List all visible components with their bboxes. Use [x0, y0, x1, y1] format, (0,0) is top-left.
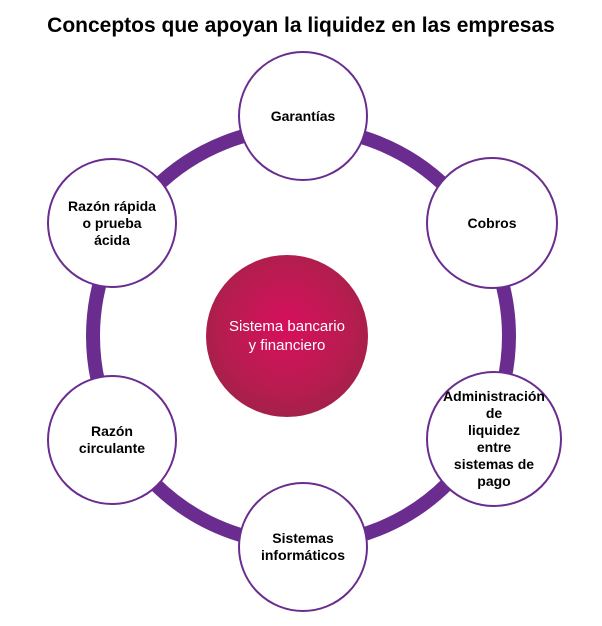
- center-node-label: Sistema bancario y financiero: [229, 318, 345, 354]
- node-sistemas-informaticos: Sistemas informáticos: [238, 482, 368, 612]
- node-label: Cobros: [467, 214, 517, 231]
- node-label: Razón rápida o prueba ácida: [68, 197, 156, 248]
- node-label: Garantías: [270, 107, 336, 124]
- node-cobros: Cobros: [426, 157, 558, 289]
- diagram-title: Conceptos que apoyan la liquidez en las …: [47, 14, 555, 37]
- center-node: Sistema bancario y financiero: [206, 255, 368, 417]
- node-label: Razón circulante: [78, 423, 146, 456]
- node-garantias: Garantías: [238, 51, 368, 181]
- node-razon-rapida: Razón rápida o prueba ácida: [47, 158, 177, 288]
- node-razon-circulante: Razón circulante: [47, 375, 177, 505]
- node-label: Administración de liquidez entre sistema…: [443, 388, 545, 489]
- node-administracion-liquidez: Administración de liquidez entre sistema…: [426, 371, 562, 507]
- node-label: Sistemas informáticos: [260, 530, 345, 563]
